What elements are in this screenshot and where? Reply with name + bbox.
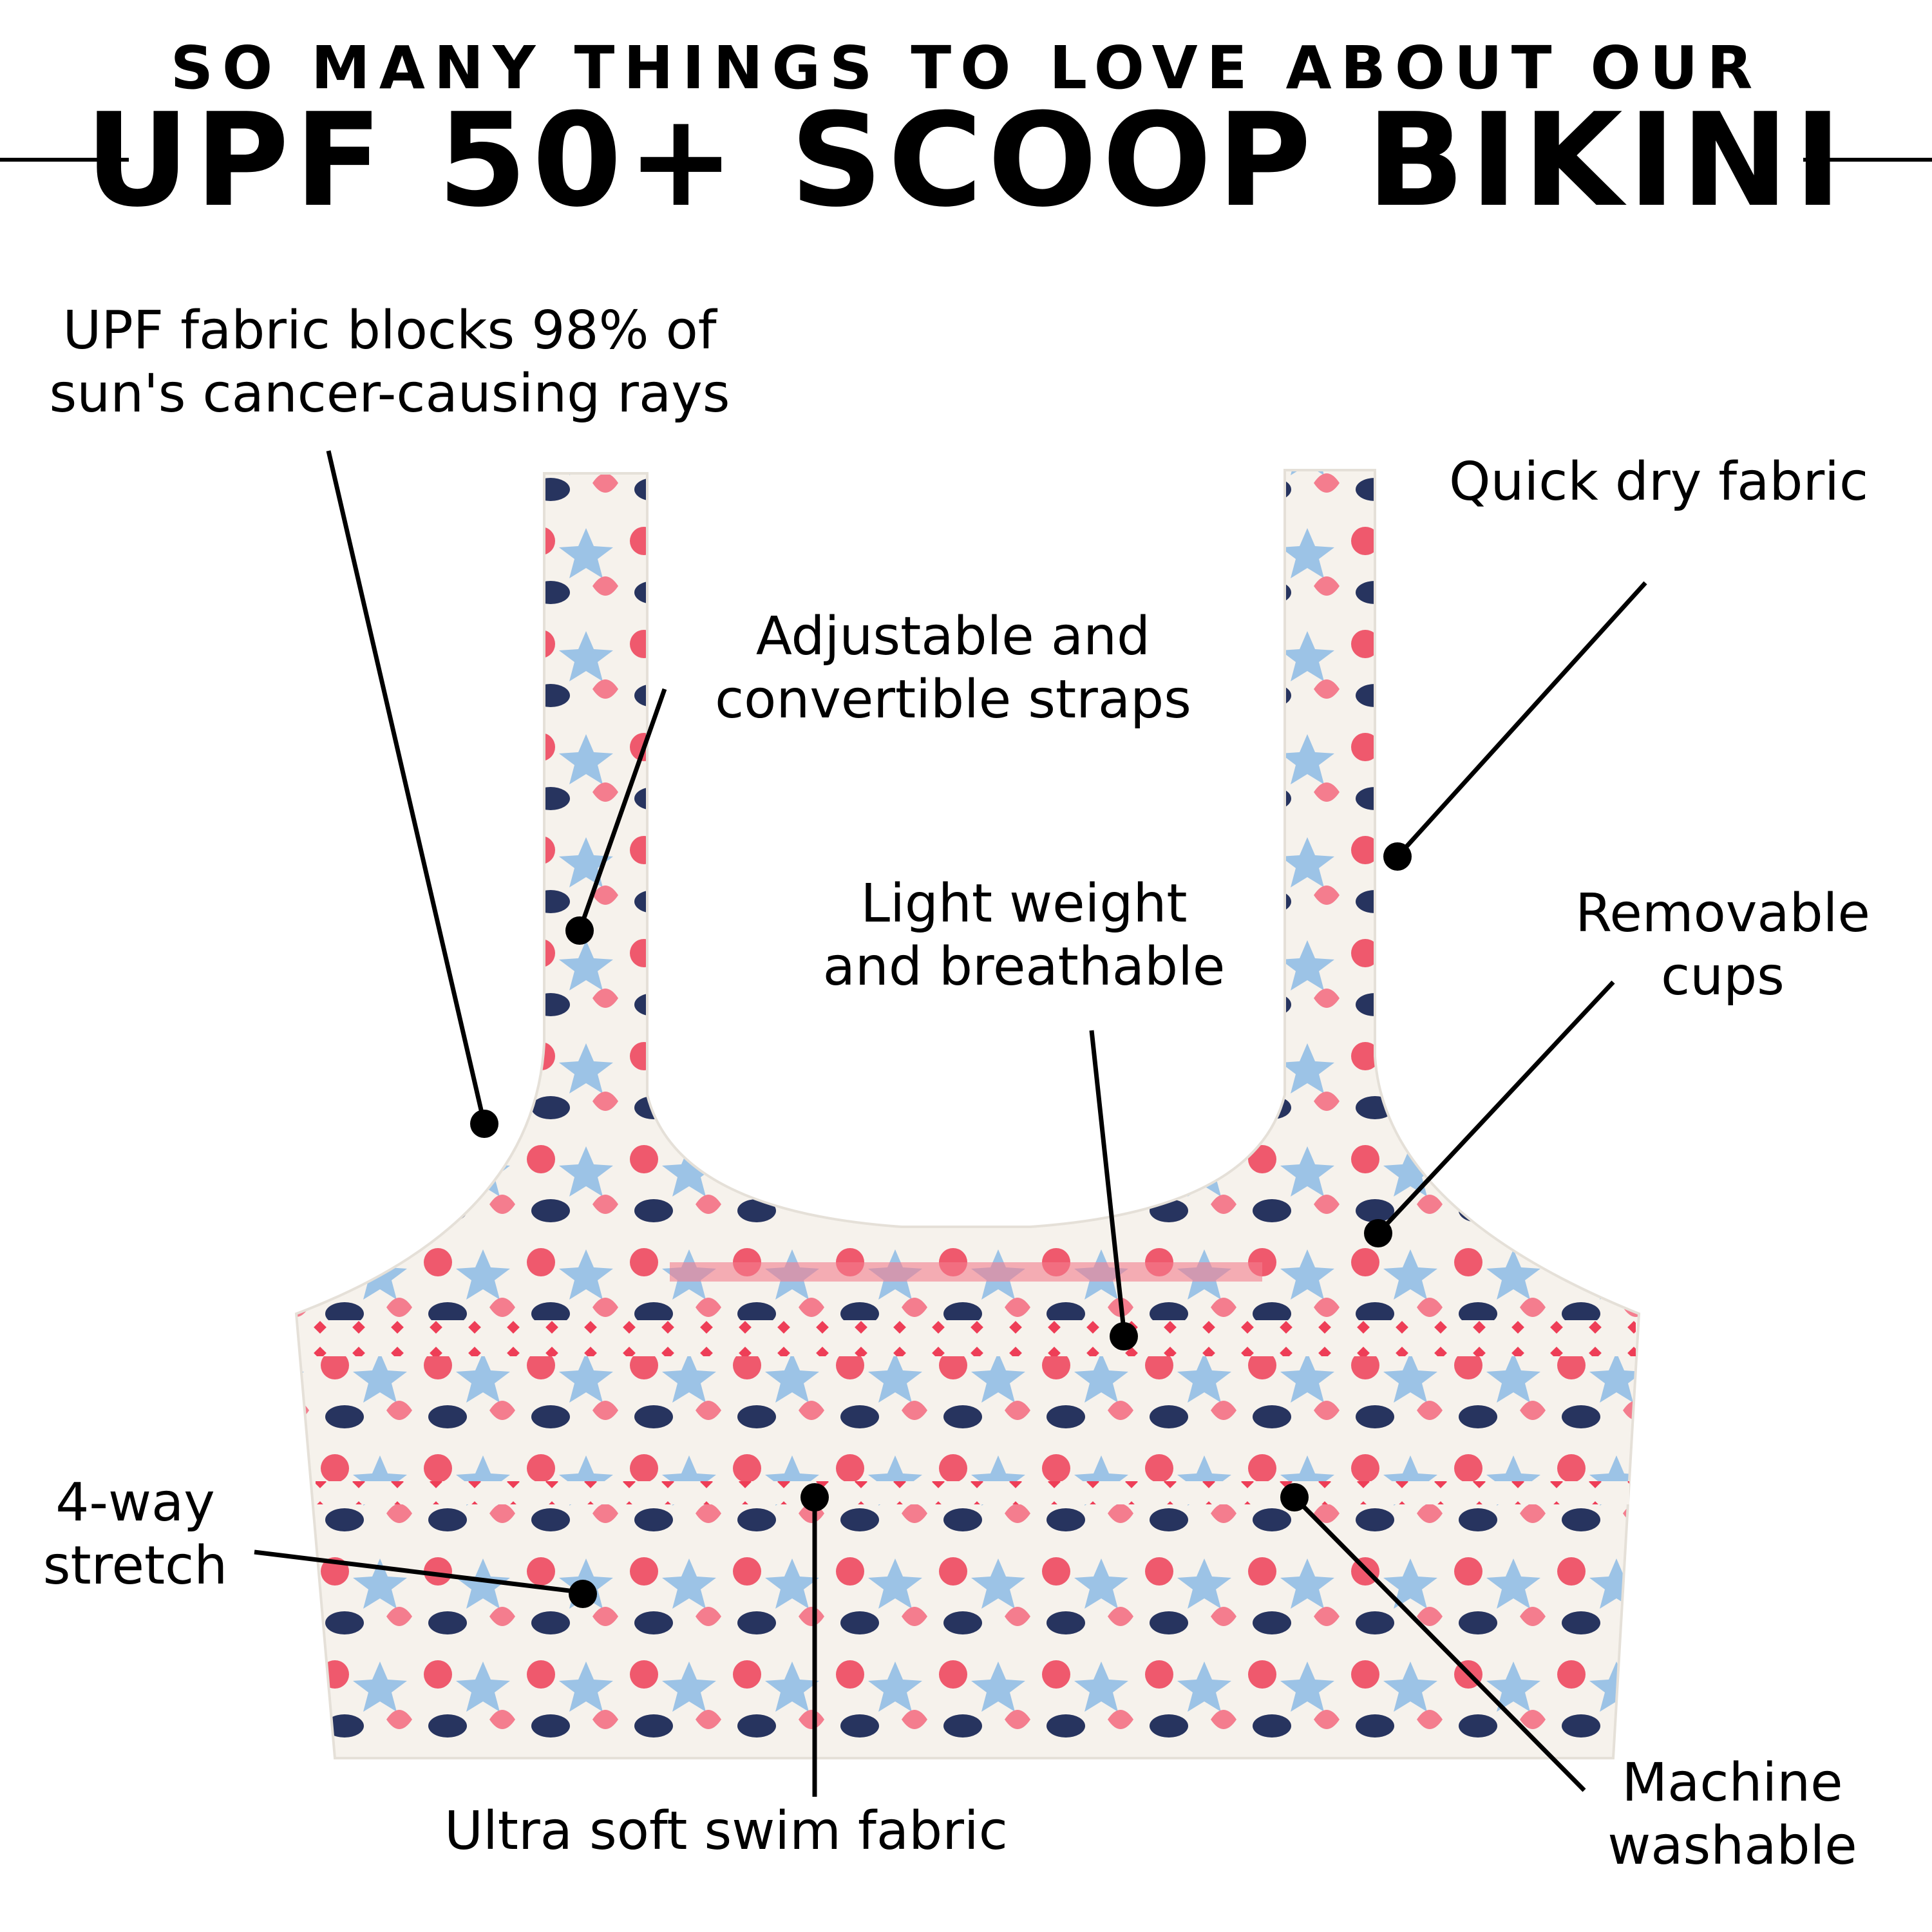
callout-ultra-soft: Ultra soft swim fabric bbox=[444, 1800, 1088, 1863]
callout-stretch-line1: 4-way bbox=[55, 1472, 215, 1533]
callout-washable-line1: Machine bbox=[1622, 1752, 1843, 1814]
callout-upf-line1: UPF fabric blocks 98% of bbox=[62, 300, 717, 361]
title-rule-left bbox=[0, 158, 129, 162]
callout-straps-line2: convertible straps bbox=[715, 669, 1191, 731]
callout-quick-dry: Quick dry fabric bbox=[1449, 451, 1926, 514]
callout-washable-line2: washable bbox=[1607, 1815, 1857, 1877]
callout-cups-line2: cups bbox=[1661, 946, 1785, 1008]
page-title: UPF 50+ SCOOP BIKINI bbox=[85, 86, 1847, 236]
callout-light-weight: Light weight and breathable bbox=[773, 873, 1275, 999]
callout-light-line2: and breathable bbox=[822, 936, 1226, 998]
callout-upf-line2: sun's cancer-causing rays bbox=[49, 363, 730, 425]
callout-removable-cups: Removable cups bbox=[1533, 882, 1913, 1009]
callout-machine-washable: Machine washable bbox=[1565, 1752, 1900, 1879]
callout-quick-dry-line1: Quick dry fabric bbox=[1449, 451, 1869, 513]
callout-light-line1: Light weight bbox=[860, 873, 1188, 934]
callout-straps-line1: Adjustable and bbox=[755, 606, 1151, 667]
callout-soft-line1: Ultra soft swim fabric bbox=[444, 1801, 1008, 1862]
callout-stretch-line2: stretch bbox=[43, 1535, 228, 1597]
eyebrow-heading: SO MANY THINGS TO LOVE ABOUT OUR bbox=[170, 33, 1762, 102]
callout-cups-line1: Removable bbox=[1575, 883, 1870, 944]
callout-four-way-stretch: 4-way stretch bbox=[26, 1472, 245, 1598]
title-rule-right bbox=[1803, 158, 1932, 162]
callout-upf-fabric: UPF fabric blocks 98% of sun's cancer-ca… bbox=[13, 299, 766, 426]
callout-adjustable-straps: Adjustable and convertible straps bbox=[670, 605, 1236, 732]
